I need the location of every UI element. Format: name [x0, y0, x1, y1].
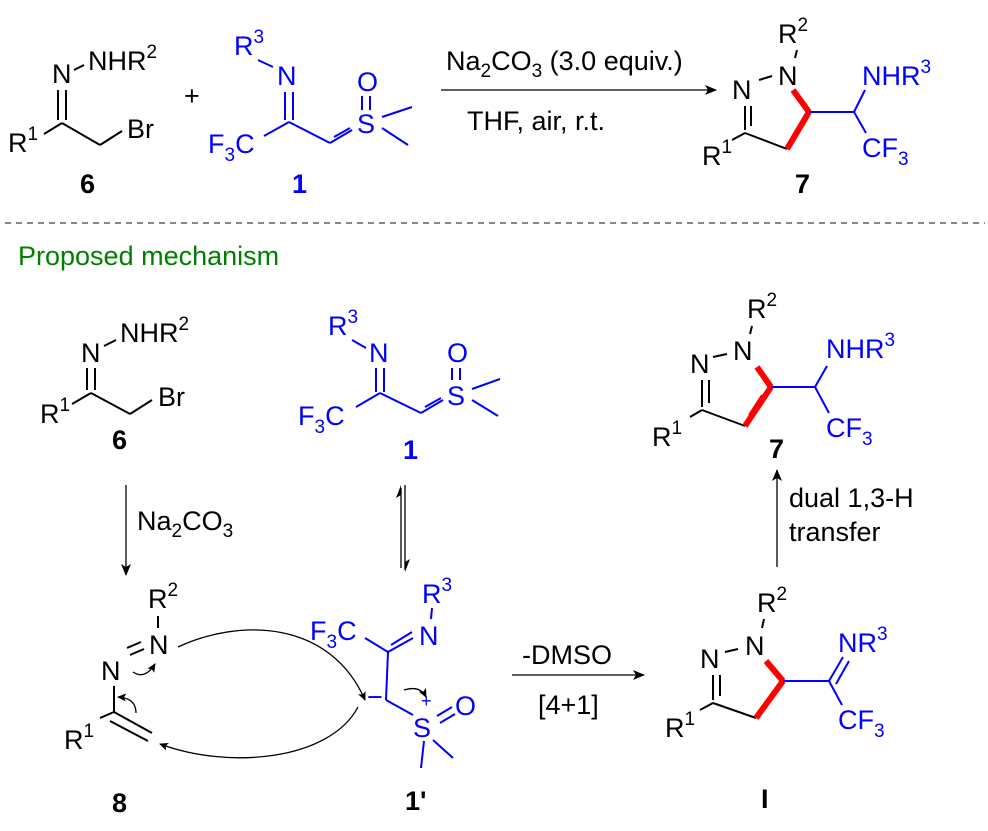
cf3-group: CF3: [838, 705, 885, 742]
r3-group: R3: [328, 307, 358, 341]
compound-label-I: I: [761, 784, 769, 814]
o-atom: O: [447, 338, 468, 368]
compound-label-1: 1: [292, 169, 307, 199]
compound-label-6: 6: [112, 425, 127, 455]
r3-group: R3: [234, 27, 264, 61]
nhr2-group: NHR2: [88, 42, 157, 76]
reagent-full-text: Na2CO3 (3.0 equiv.): [446, 46, 678, 76]
compound-6-top: N NHR2 R1 Br 6: [8, 42, 157, 199]
n-atom-terminal: N: [149, 630, 169, 660]
reaction-arrow: Na2CO3 (3.0 equiv.) Na2CO3 (3.0 equiv.) …: [441, 46, 717, 136]
compound-label-8: 8: [112, 788, 127, 818]
r1-group: R1: [8, 124, 38, 158]
curved-arrow-carbanion-to-alkene: [159, 706, 359, 759]
n-atom: N: [277, 61, 297, 91]
compound-1-prime: R3 N F3C − S + O 1': [310, 575, 476, 816]
nhr2-group: NHR2: [120, 314, 189, 348]
carbanion-charge: −: [367, 682, 383, 712]
n-atom: N: [419, 621, 439, 651]
dmso-loss-label: -DMSO: [522, 640, 612, 670]
n1-atom: N: [745, 631, 765, 661]
f3c-group: F3C: [298, 401, 345, 438]
intermediate-I: R2 N N R1 NR3 CF3 I: [665, 584, 888, 814]
n-atom: N: [369, 338, 389, 368]
br-atom: Br: [158, 382, 185, 412]
compound-8: R2 N N R1 8: [64, 580, 178, 818]
n1-atom: N: [733, 336, 753, 366]
h-transfer-label-line2: transfer: [789, 517, 881, 547]
n-atom: N: [81, 338, 101, 368]
r1-group: R1: [652, 418, 682, 452]
conditions-label: THF, air, r.t.: [467, 106, 605, 136]
compound-label-7: 7: [795, 169, 810, 199]
r1-group: R1: [702, 137, 732, 171]
compound-7-top: R2 N N R1 NHR3 CF3 7: [702, 15, 931, 199]
s-atom: S: [357, 109, 375, 139]
r2-group: R2: [747, 290, 777, 324]
r2-group: R2: [148, 580, 178, 614]
reagent-label: Na2CO3 (3.0 equiv.): [446, 46, 683, 82]
compound-label-1-prime: 1': [405, 786, 426, 816]
curved-arrow-n-to-carbanion: [177, 629, 366, 701]
n1-atom: N: [778, 61, 798, 91]
r3-group: R3: [422, 575, 452, 609]
n-atom-internal: N: [101, 656, 121, 686]
compound-1-top: R3 N F3C O S 1: [208, 27, 413, 199]
nr3-group: NR3: [838, 624, 888, 658]
equilibrium-arrows: [396, 485, 410, 572]
n2-atom: N: [732, 75, 752, 105]
r1-group: R1: [665, 709, 695, 743]
s-atom: S: [447, 381, 465, 411]
f3c-group: F3C: [310, 616, 357, 653]
cf3-group: CF3: [862, 133, 909, 170]
h-transfer-arrow: dual 1,3-H transfer: [772, 469, 914, 567]
base-label: Na2CO3: [137, 506, 233, 542]
o-atom: O: [357, 67, 378, 97]
compound-label-7: 7: [769, 434, 784, 464]
compound-label-6: 6: [80, 169, 95, 199]
nhr3-group: NHR3: [826, 330, 895, 364]
n-atom: N: [52, 59, 72, 89]
r2-group: R2: [757, 584, 787, 618]
compound-1-mechanism: R3 N F3C O S 1: [298, 307, 501, 465]
compound-6-mechanism: N NHR2 R1 Br 6: [40, 314, 189, 455]
sulfonium-charge: +: [421, 691, 432, 711]
base-arrow: Na2CO3: [121, 485, 233, 576]
r2-group: R2: [778, 15, 808, 49]
cf3-group: CF3: [826, 413, 873, 450]
r1-group: R1: [40, 395, 70, 429]
compound-label-1: 1: [403, 435, 418, 465]
cycloaddition-arrow: -DMSO [4+1]: [512, 640, 645, 720]
compound-7-mechanism: R2 N N R1 NHR3 CF3 7: [652, 290, 895, 464]
n2-atom: N: [700, 644, 720, 674]
o-atom: O: [455, 691, 476, 721]
s-atom: S: [413, 713, 431, 743]
r1-group: R1: [64, 721, 94, 755]
nhr3-group: NHR3: [862, 57, 931, 91]
n2-atom: N: [690, 349, 710, 379]
mechanism-heading: Proposed mechanism: [18, 241, 279, 271]
h-transfer-label-line1: dual 1,3-H: [789, 483, 914, 513]
f3c-group: F3C: [208, 129, 255, 166]
br-atom: Br: [127, 114, 154, 144]
cycloaddition-label: [4+1]: [538, 690, 599, 720]
plus-sign: +: [184, 81, 200, 111]
